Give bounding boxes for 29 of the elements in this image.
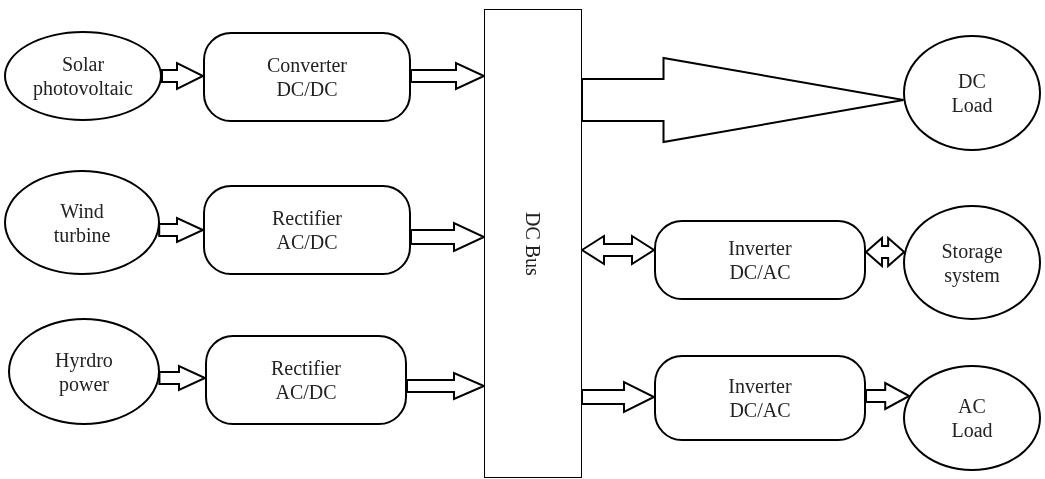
converter-box bbox=[205, 335, 407, 425]
block-arrow bbox=[161, 61, 206, 91]
node-label: DC Load bbox=[950, 69, 994, 117]
block-arrow bbox=[406, 371, 487, 401]
node-label: Hyrdro power bbox=[54, 347, 114, 396]
node-label: Wind turbine bbox=[52, 198, 112, 247]
node-label: Storage system bbox=[940, 238, 1004, 287]
block-arrow bbox=[410, 61, 487, 91]
bus-bar bbox=[484, 9, 582, 478]
node-label: Solar photovoltaic bbox=[32, 52, 134, 100]
block-arrow bbox=[865, 381, 912, 411]
node-label: Inverter DC/AC bbox=[727, 236, 793, 284]
block-arrow bbox=[580, 234, 656, 266]
block-arrow bbox=[581, 56, 905, 144]
block-arrow bbox=[158, 364, 208, 392]
node-label: Inverter DC/AC bbox=[727, 374, 793, 422]
bus-label: DC Bus bbox=[521, 211, 545, 276]
block-arrow bbox=[410, 221, 487, 253]
converter-box bbox=[203, 32, 411, 122]
converter-box bbox=[654, 355, 866, 441]
node-label: AC Load bbox=[950, 394, 994, 442]
converter-box bbox=[203, 185, 411, 275]
block-arrow bbox=[581, 380, 657, 414]
node-label: Converter DC/DC bbox=[266, 53, 348, 101]
node-label: Rectifier AC/DC bbox=[270, 356, 342, 404]
converter-box bbox=[654, 220, 866, 300]
node-label: Rectifier AC/DC bbox=[271, 206, 343, 254]
block-arrow bbox=[158, 216, 206, 244]
block-arrow bbox=[864, 235, 906, 269]
